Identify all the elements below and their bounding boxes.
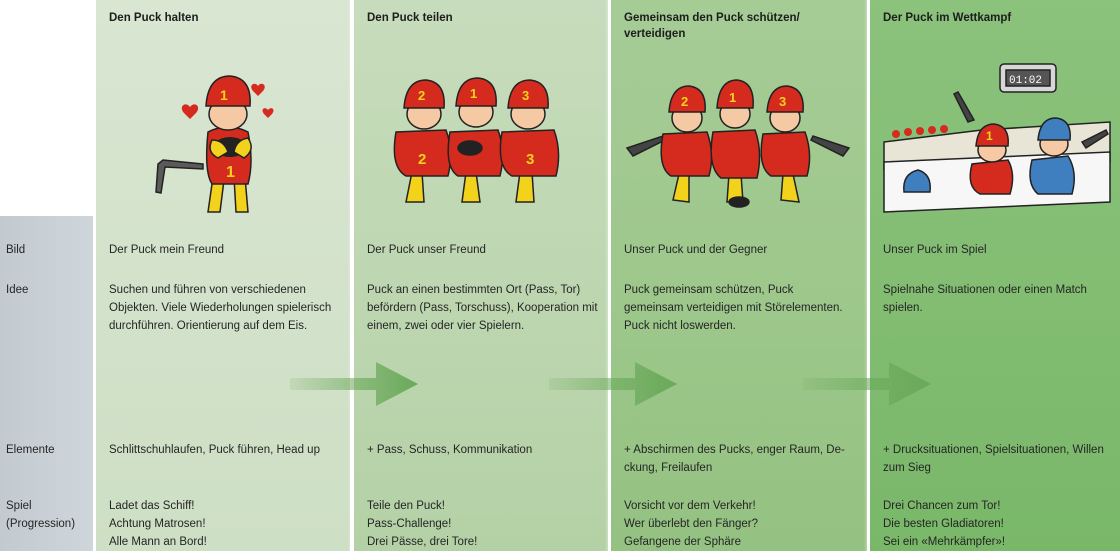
players-defending-icon: 2 1 3	[625, 79, 851, 208]
idee-text: Spielnahe Situationen oder einen Match s…	[883, 284, 1087, 314]
row-label-spiel: Spiel (Progression)	[6, 500, 76, 530]
spiel-list: Drei Chancen zum Tor! Die besten Gladiat…	[883, 497, 1115, 551]
row-label-bild: Bild	[6, 244, 26, 256]
svg-text:1: 1	[470, 86, 477, 101]
spiel-item: Achtung Matrosen!	[109, 518, 206, 530]
bild-text: Der Puck mein Freund	[109, 244, 225, 256]
spiel-item: Alle Mann an Bord!	[109, 536, 207, 548]
spiel-item: Teile den Puck!	[367, 500, 445, 512]
idee-text: Puck an einen bestimmten Ort (Pass, Tor)…	[367, 284, 598, 332]
spiel-item: Gefangene der Sphäre	[624, 536, 742, 548]
svg-text:01:02: 01:02	[1009, 75, 1042, 87]
svg-text:2: 2	[418, 151, 426, 168]
spiel-list: Vorsicht vor dem Verkehr! Wer überlebt d…	[624, 497, 856, 551]
spiel-item: Sei ein «Mehrkämpfer»!	[883, 536, 1006, 548]
svg-text:3: 3	[779, 94, 786, 109]
progression-arrow-icon	[549, 362, 677, 406]
svg-text:1: 1	[220, 87, 228, 103]
elemente-text: + Drucksituationen, Spielsituationen, Wi…	[883, 444, 1104, 474]
idee-text: Puck gemeinsam schützen, Puck gemeinsam …	[624, 284, 843, 332]
elemente-text: + Pass, Schuss, Kommunikation	[367, 444, 533, 456]
stage-title: Den Puck teilen	[367, 12, 453, 24]
elemente-text: Schlittschuhlaufen, Puck führen, Head up	[109, 444, 320, 456]
spiel-item: Drei Pässe, drei Tore!	[367, 536, 478, 548]
row-label-elemente: Elemente	[6, 444, 55, 456]
svg-text:3: 3	[526, 151, 534, 168]
svg-text:1: 1	[729, 90, 736, 105]
spiel-item: Ladet das Schiff!	[109, 500, 195, 512]
svg-text:2: 2	[681, 94, 688, 109]
three-players-sharing-icon: 2 1 3 2 3	[393, 77, 560, 203]
stage-column-4: Der Puck im Wettkampf 01:02	[864, 0, 1120, 551]
svg-text:3: 3	[522, 88, 529, 103]
stage-title: Gemeinsam den Puck schützen/ verteidigen	[624, 12, 800, 40]
stage-column-3: Gemeinsam den Puck schützen/ verteidigen…	[605, 0, 867, 551]
spiel-list: Ladet das Schiff! Achtung Matrosen! Alle…	[109, 497, 341, 551]
idee-text: Suchen und führen von verschiedenen Obje…	[109, 284, 332, 332]
stage-column-2: Den Puck teilen 2 1 3 2 3 Der Puck unser…	[348, 0, 608, 551]
spiel-item: Pass-Challenge!	[367, 518, 452, 530]
spiel-item: Drei Chancen zum Tor!	[883, 500, 1001, 512]
bild-text: Der Puck unser Freund	[367, 244, 486, 256]
spiel-item: Die besten Gladiatoren!	[883, 518, 1004, 530]
row-label-idee: Idee	[6, 284, 29, 296]
elemente-text: + Abschirmen des Pucks, enger Raum, De-c…	[624, 444, 845, 474]
svg-text:1: 1	[226, 164, 235, 181]
spiel-item: Vorsicht vor dem Verkehr!	[624, 500, 756, 512]
spiel-item: Wer überlebt den Fänger?	[624, 518, 759, 530]
stage-title: Den Puck halten	[109, 12, 199, 24]
stage-column-1: Den Puck halten 1 1 Der Puck mein Freund…	[96, 0, 350, 551]
row-label-sidebar	[0, 216, 93, 551]
spiel-list: Teile den Puck! Pass-Challenge! Drei Päs…	[367, 497, 599, 551]
progression-arrow-icon	[290, 362, 418, 406]
bild-text: Unser Puck im Spiel	[883, 244, 987, 256]
game-scene-icon: 01:02 1	[883, 63, 1111, 213]
stage-title: Der Puck im Wettkampf	[883, 12, 1012, 24]
progression-arrow-icon	[803, 362, 931, 406]
svg-text:2: 2	[418, 88, 425, 103]
player-holding-puck-icon: 1 1	[155, 75, 274, 213]
svg-text:1: 1	[986, 129, 993, 143]
bild-text: Unser Puck und der Gegner	[624, 244, 768, 256]
